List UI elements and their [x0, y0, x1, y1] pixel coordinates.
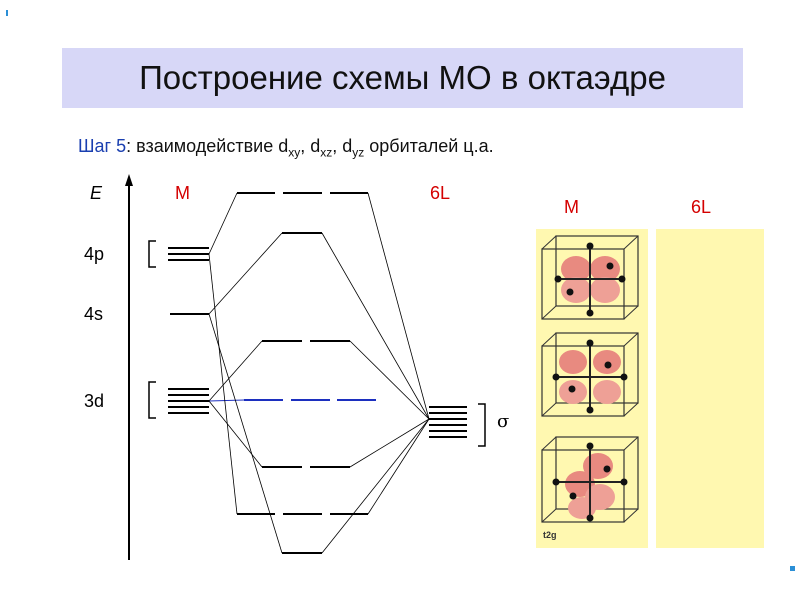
t2g-caption: t2g: [543, 530, 557, 540]
dyz-orbital-picture: [541, 436, 639, 523]
level-3d-label: 3d: [84, 391, 105, 411]
step-sep-1: , d: [300, 136, 321, 156]
sigma-label: σ: [497, 411, 510, 432]
d-orbital-pictures: [541, 235, 639, 523]
correlation-lines: [208, 192, 430, 554]
slide-title: Построение схемы МО в октаэдре: [139, 59, 666, 96]
metal-4p-levels: [168, 247, 209, 261]
step-link[interactable]: Шаг 5: [78, 136, 127, 156]
metal-3d-levels: [168, 388, 209, 414]
bracket-sigma: [478, 403, 486, 447]
ligand-column-label: 6L: [430, 183, 451, 203]
step-sub-yz: yz: [352, 145, 365, 160]
level-4p-label: 4p: [84, 244, 105, 264]
level-4s-label: 4s: [84, 304, 104, 324]
step-suffix: орбиталей ц.а.: [364, 136, 494, 156]
energy-axis-arrow-icon: [125, 174, 133, 186]
bracket-4p: [148, 240, 156, 268]
corner-mark-bottom: [790, 566, 795, 571]
panel-ligand-label: 6L: [691, 197, 712, 217]
step-text: взаимодействие d: [131, 136, 289, 156]
metal-column-label: M: [175, 183, 190, 203]
ligand-sigma-levels: [429, 406, 467, 438]
dxy-orbital-picture: [541, 235, 639, 320]
panel-metal-label: M: [564, 197, 579, 217]
ligand-orbital-panel: [656, 229, 764, 548]
step-sep-2: , d: [332, 136, 353, 156]
step-heading: Шаг 5: взаимодействие dxy, dxz, dyz орби…: [78, 136, 494, 160]
step-sub-xy: xy: [288, 145, 301, 160]
t2g-connector: [208, 399, 245, 402]
dxz-orbital-picture: [541, 332, 639, 417]
bracket-3d: [148, 381, 156, 419]
energy-axis-label: E: [90, 183, 103, 203]
step-colon: :: [126, 136, 132, 156]
corner-mark-top: [6, 10, 8, 16]
title-bar: Построение схемы МО в октаэдре: [62, 48, 743, 108]
step-sub-xz: xz: [320, 145, 333, 160]
